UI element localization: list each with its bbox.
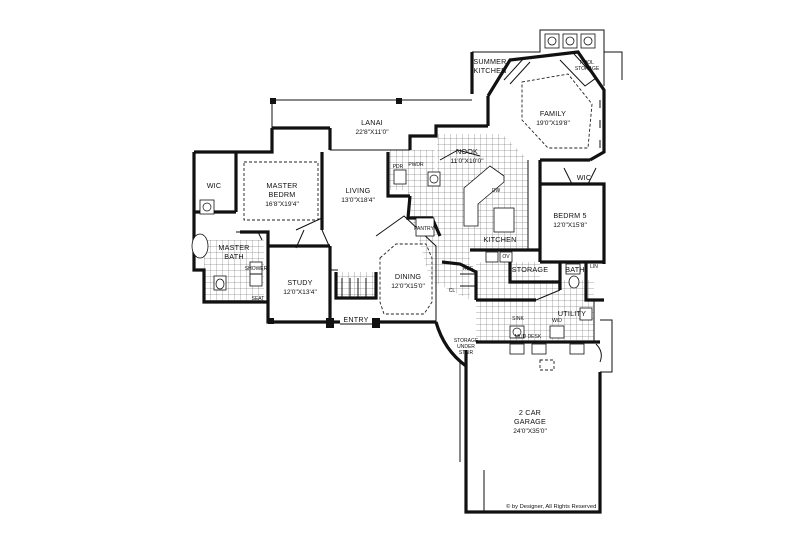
bedrm5-label: BEDRM 5 [553,211,586,220]
utility-label: UTILITY [558,309,586,318]
pool-storage-label: POOL [580,60,594,66]
master-suite [191,128,331,304]
storage-under-stair-label-2: UNDER [457,344,475,350]
bedrm5-dims: 12'0"X15'8" [553,222,587,229]
master-bath-label-2: BATH [224,252,243,261]
storage-label: STORAGE [512,265,548,274]
storage-bath-utility [476,262,604,344]
lanai [270,98,472,151]
bath-label: BATH [565,265,584,274]
nook-dims: 11'0"X10'0" [450,158,484,165]
sink-label: SINK [512,316,524,322]
pdr-label: PDR [393,164,404,170]
dining-dims: 12'0"X15'0" [391,283,425,290]
dw-label: DW [492,188,501,194]
bedroom-5 [538,160,606,264]
entry-label: ENTRY [343,315,368,324]
lanai-label: LANAI [361,118,383,127]
pantry-label: PANTRY [414,226,434,232]
storage-under-stair-label: STORAGE [454,338,479,344]
ov-label: OV [502,254,510,260]
lin-label: LIN [590,264,598,270]
shower-label: SHOWER [245,266,268,272]
master-bedrm-label: MASTER [266,181,297,190]
wd-label: W/D [552,318,562,324]
family-dims: 19'0"X19'8" [536,120,570,127]
wic-bed5-label: WIC [577,173,592,182]
summer-kitchen-label-2: KITCHEN [474,66,507,75]
summer-kitchen-area [470,29,623,94]
family-room [486,50,606,162]
study-label: STUDY [287,278,312,287]
mud-desk-label: MUD DESK [515,334,542,340]
lanai-dims: 22'8"X11'0" [355,129,389,136]
study [266,244,338,324]
seat-label: SEAT [252,296,265,302]
storage-under-stair-label-3: STAIR [459,350,474,356]
pool-storage-label-2: STORAGE [575,66,600,72]
closet-label: CL [449,288,456,294]
living-label: LIVING [346,186,371,195]
master-bedrm-dims: 16'8"X19'4" [265,201,299,208]
summer-kitchen-label: SUMMER [473,57,506,66]
family-label: FAMILY [540,109,566,118]
master-bedrm-label-2: BEDRM [269,190,296,199]
garage-label-2: GARAGE [514,417,546,426]
pwdr-label: PWDR [408,162,424,168]
study-dims: 12'0"X13'4" [283,289,317,296]
kitchen-label: KITCHEN [484,235,517,244]
garage-dims: 24'0"X35'0" [513,428,547,435]
ref-label: REF [463,266,473,272]
room-labels: SUMMER KITCHEN POOL STORAGE FAMILY 19'0"… [207,57,600,435]
copyright-text: © by Designer, All Rights Reserved [506,503,596,510]
master-bath-label: MASTER [218,243,249,252]
garage [459,319,613,514]
fixture-labels: PWDR PDR SHOWER SEAT PANTRY OV DW REF SI… [245,162,599,340]
nook-powder [386,124,488,237]
dining-label: DINING [395,272,422,281]
kitchen [441,160,540,300]
garage-label: 2 CAR [519,408,541,417]
wic-master-label: WIC [207,181,222,190]
living-dims: 13'0"X18'4" [341,197,375,204]
nook-label: NOOK [456,147,478,156]
